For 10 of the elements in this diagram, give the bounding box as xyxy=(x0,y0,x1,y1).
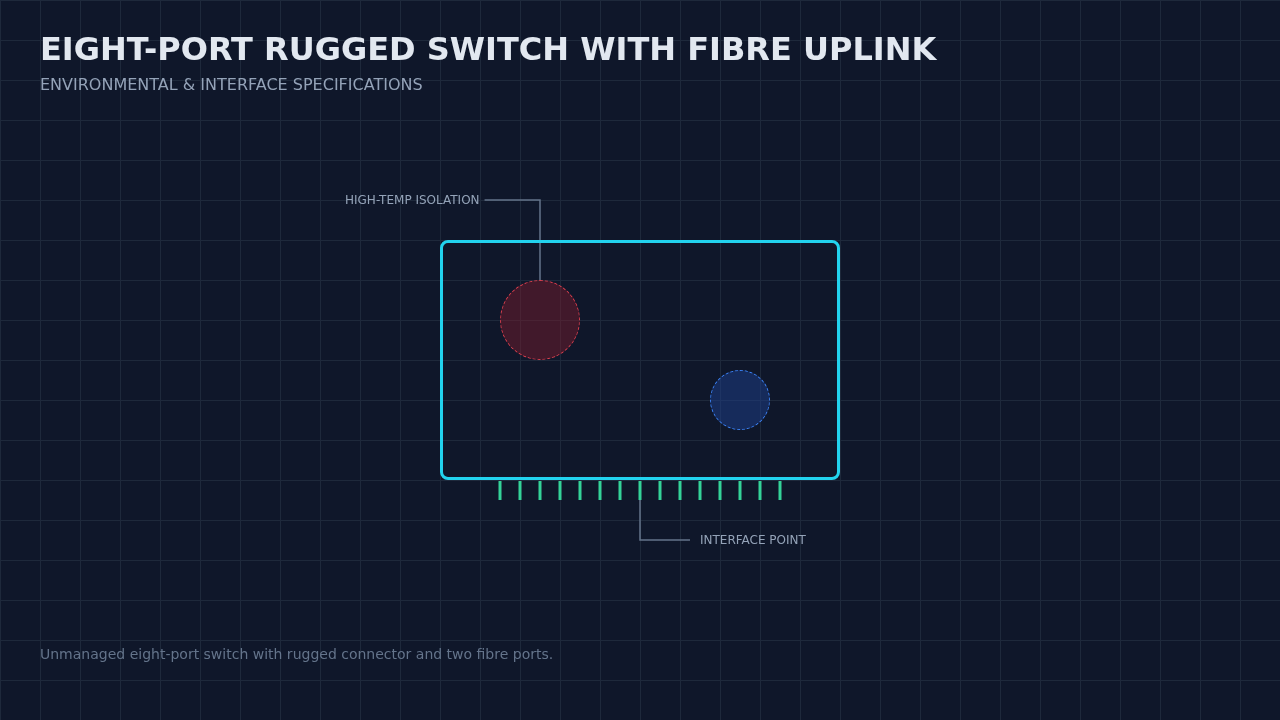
leader-line xyxy=(639,499,691,541)
caption: Unmanaged eight-port switch with rugged connector and two fibre ports. xyxy=(40,646,554,662)
callout-label: HIGH-TEMP ISOLATION xyxy=(345,191,480,209)
leader-line xyxy=(483,199,541,281)
connector-pins-drawing xyxy=(497,481,783,500)
fibre-port xyxy=(710,370,770,430)
title: EIGHT-PORT RUGGED SWITCH WITH FIBRE UPLINK xyxy=(40,30,937,68)
callout-label: INTERFACE POINT xyxy=(700,531,806,549)
switch-enclosure xyxy=(440,240,840,480)
subtitle: ENVIRONMENTAL & INTERFACE SPECIFICATIONS xyxy=(40,75,423,94)
